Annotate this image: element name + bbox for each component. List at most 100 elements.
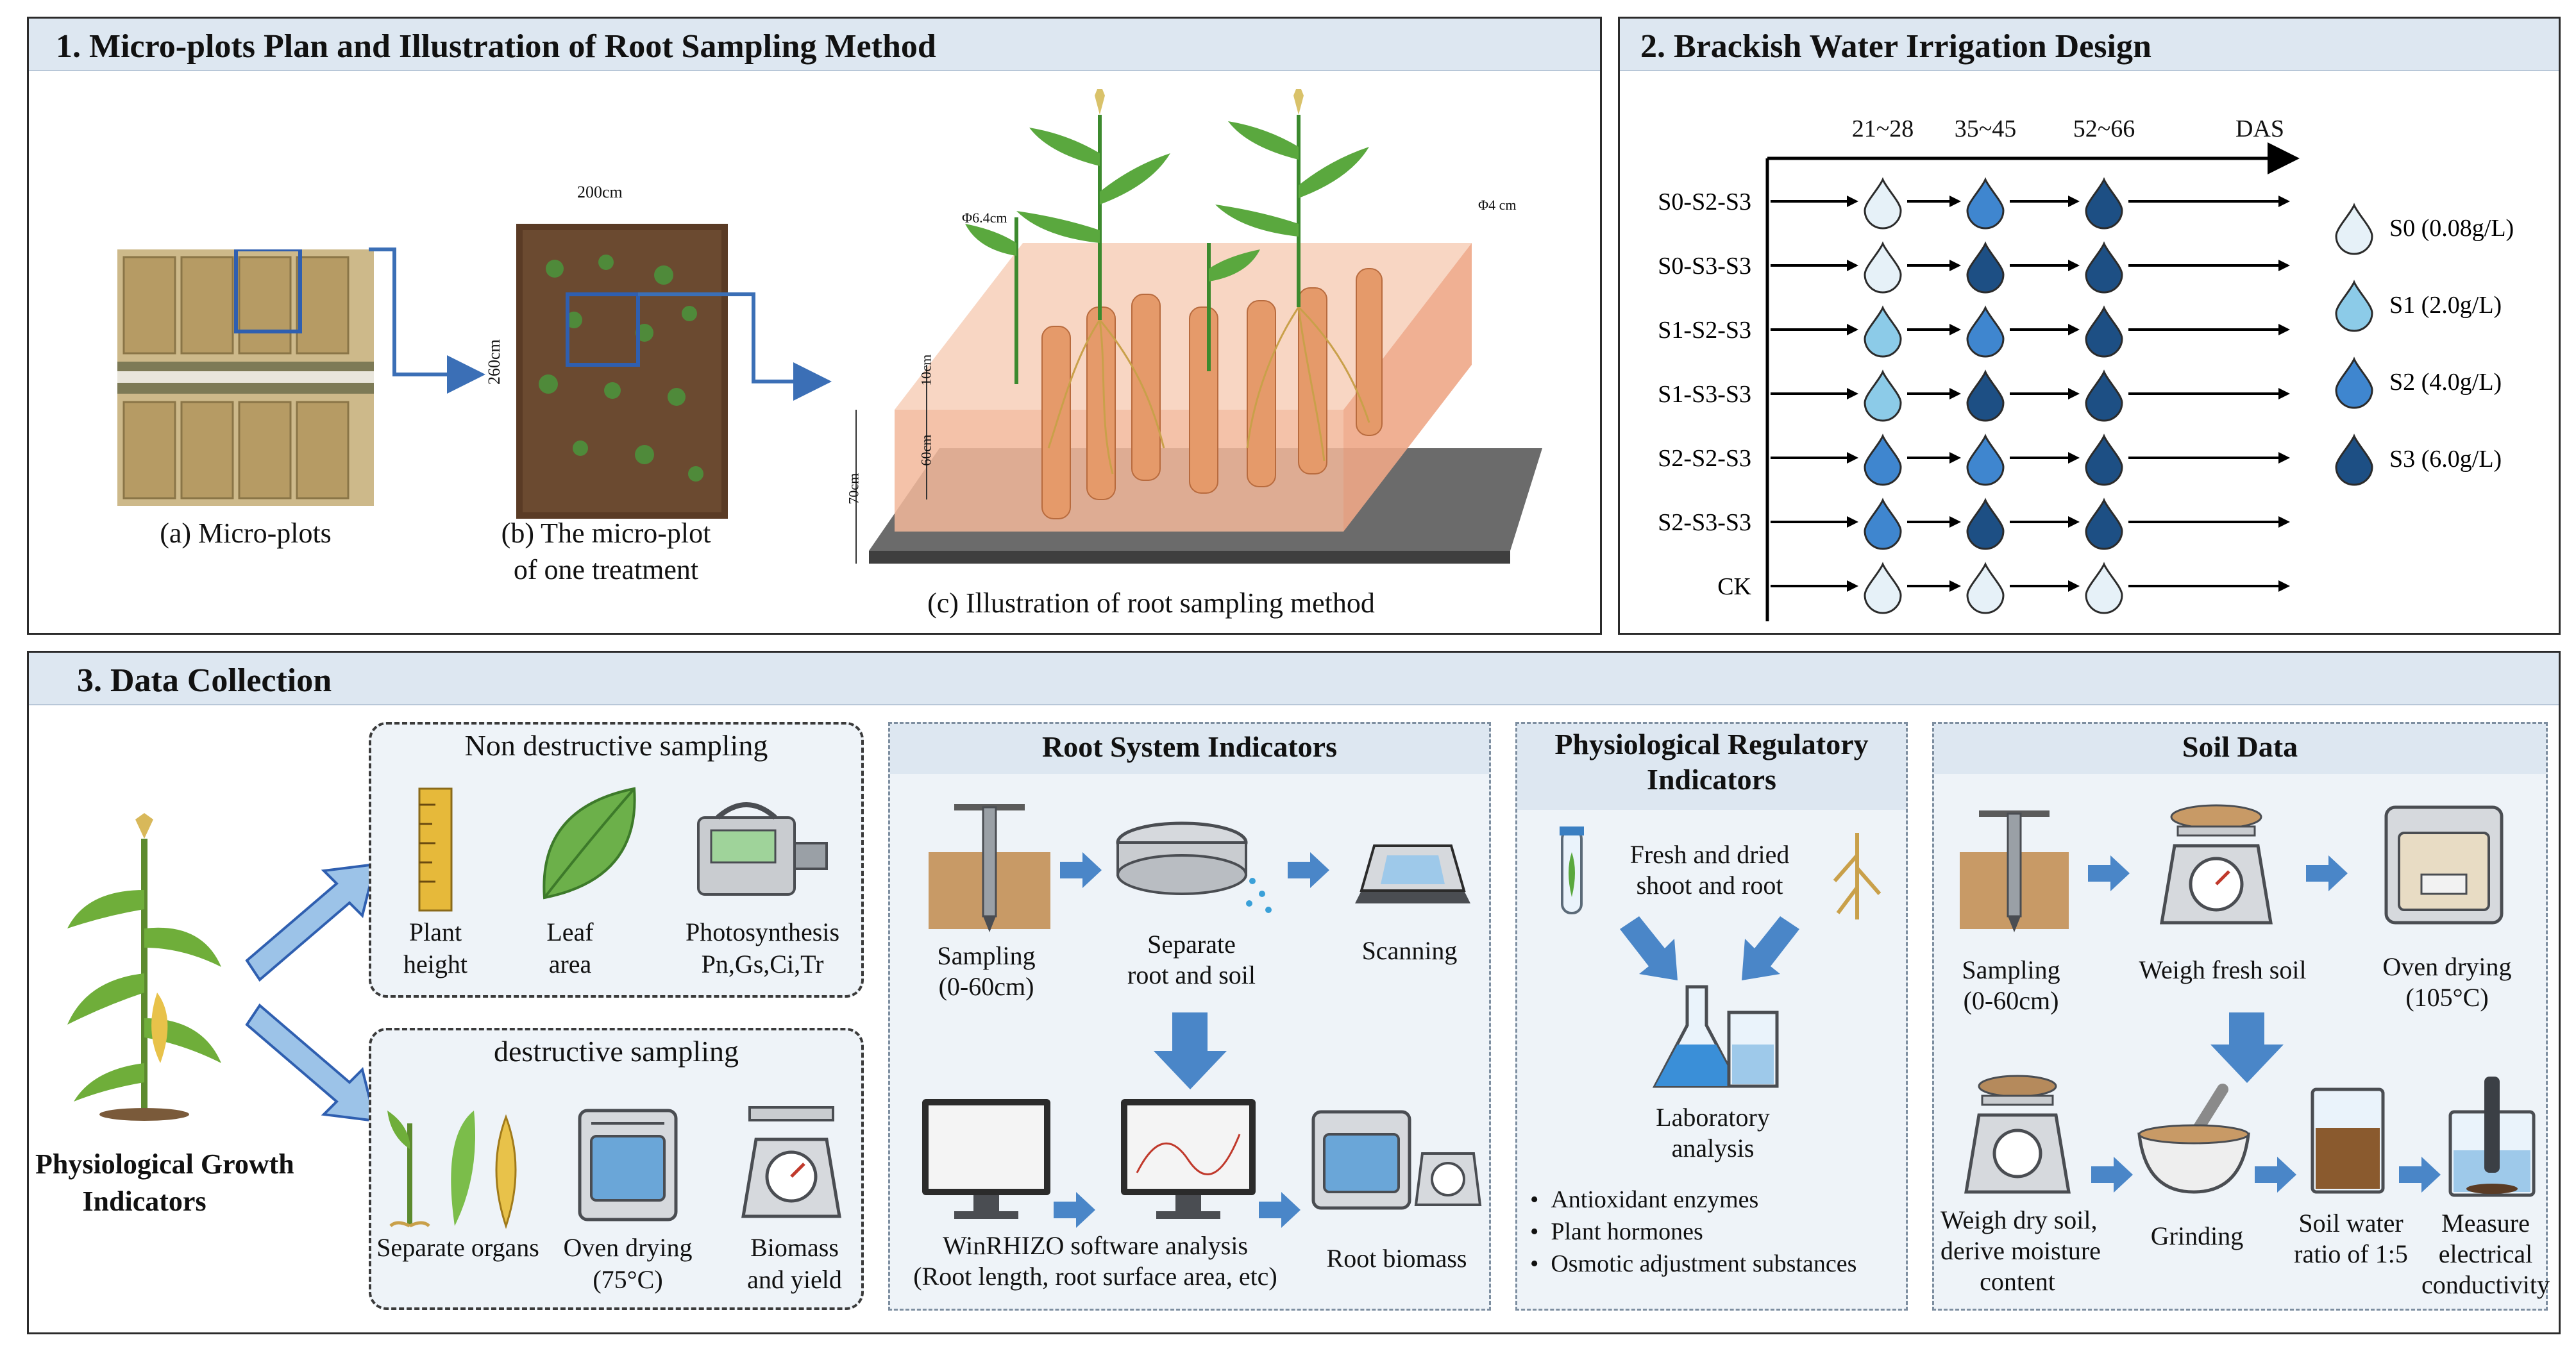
photosynthesis-l2: Pn,Gs,Ci,Tr bbox=[701, 950, 824, 978]
period-label-3: 52~66 bbox=[2073, 115, 2135, 142]
measure-l2: electrical bbox=[2438, 1239, 2533, 1268]
panel-title: 3. Data Collection bbox=[77, 662, 332, 699]
treatment-label: S1-S3-S3 bbox=[1658, 381, 1751, 408]
legend-drop-icon bbox=[2335, 433, 2373, 486]
root-sample-icon bbox=[1833, 833, 1881, 919]
row-arrow bbox=[2010, 516, 2080, 528]
growth-label-line2: Indicators bbox=[82, 1186, 206, 1217]
photosynthesis-meter-icon bbox=[697, 802, 828, 896]
fresh-scale-icon bbox=[2160, 804, 2273, 925]
ratio-l1: Soil water bbox=[2298, 1209, 2403, 1238]
row-arrow bbox=[2128, 196, 2290, 207]
water-drop-icon bbox=[1966, 433, 2005, 486]
sample-tube-icon bbox=[1560, 827, 1584, 914]
panel-title: 2. Brackish Water Irrigation Design bbox=[1640, 28, 2151, 65]
micro-plots-photo bbox=[117, 249, 374, 506]
ruler-icon bbox=[418, 787, 453, 912]
corn-plant-icon bbox=[67, 813, 221, 1121]
physiological-indicators-box: Physiological Regulatory Indicators Fres… bbox=[1515, 722, 1908, 1311]
treatment-label: S0-S2-S3 bbox=[1658, 189, 1751, 215]
water-drop-icon bbox=[1966, 369, 2005, 422]
water-drop-icon bbox=[2085, 433, 2123, 486]
water-drop-icon bbox=[1966, 498, 2005, 550]
water-drop-icon bbox=[2085, 305, 2123, 358]
water-drop-icon bbox=[1966, 562, 2005, 614]
diameter-label-1: Φ6.4cm bbox=[962, 210, 1007, 226]
das-axis-label: DAS bbox=[2235, 115, 2285, 142]
treatment-label: S2-S2-S3 bbox=[1658, 445, 1751, 472]
panel-title: 1. Micro-plots Plan and Illustration of … bbox=[56, 28, 936, 65]
soil-sampling-l1: Sampling bbox=[1962, 955, 2060, 984]
period-label-1: 21~28 bbox=[1851, 115, 1914, 142]
water-drop-icon bbox=[2085, 177, 2123, 230]
bullet-3-text: Osmotic adjustment substances bbox=[1551, 1250, 1857, 1277]
root-sampling-illustration bbox=[855, 89, 1542, 564]
leaf-area-l1: Leaf bbox=[546, 918, 594, 946]
soil-data-box: Soil Data Sampling (0-60cm bbox=[1932, 722, 2550, 1311]
caption-c: (c) Illustration of root sampling method bbox=[927, 587, 1375, 619]
growth-label-line1: Physiological Growth bbox=[35, 1148, 294, 1180]
legend-drop-icon bbox=[2335, 280, 2373, 332]
lab-analysis-l2: analysis bbox=[1671, 1134, 1755, 1162]
mortar-icon bbox=[2137, 1084, 2250, 1194]
row-arrow bbox=[2128, 260, 2290, 271]
row-arrow bbox=[1907, 260, 1961, 271]
row-arrow bbox=[1907, 196, 1961, 207]
separate-root-l1: Separate bbox=[1147, 930, 1236, 959]
legend-drop-icon bbox=[2335, 357, 2373, 409]
bullet-2: • Plant hormones bbox=[1530, 1218, 1703, 1245]
water-drop-icon bbox=[1966, 305, 2005, 358]
row-arrow bbox=[2010, 388, 2080, 399]
water-drop-icon bbox=[1864, 241, 1902, 294]
scanner-icon bbox=[1355, 844, 1470, 903]
treatment-label: CK bbox=[1717, 573, 1751, 600]
panel-micro-plots: 1. Micro-plots Plan and Illustration of … bbox=[27, 17, 1602, 635]
legend-label: S1 (2.0g/L) bbox=[2389, 292, 2502, 319]
destructive-box: destructive sampling Separate organs Ove… bbox=[369, 1028, 864, 1310]
row-arrow bbox=[1907, 516, 1961, 528]
oven-drying-l2: (75°C) bbox=[593, 1265, 663, 1294]
root-biomass-label: Root biomass bbox=[1326, 1244, 1467, 1273]
caption-b-line1: (b) The micro-plot bbox=[501, 517, 711, 549]
lab-arrows bbox=[1620, 916, 1799, 980]
soil-sampler-icon bbox=[1960, 810, 2069, 932]
ratio-l2: ratio of 1:5 bbox=[2294, 1239, 2408, 1268]
legend-drop-icon bbox=[2335, 203, 2373, 255]
monitor-analysis-icon bbox=[1121, 1099, 1256, 1219]
row-arrow bbox=[2010, 196, 2080, 207]
bullet-2-text: Plant hormones bbox=[1551, 1218, 1703, 1245]
weigh-dry-l1: Weigh dry soil, bbox=[1940, 1205, 2098, 1234]
separate-organs-icon bbox=[387, 1111, 517, 1229]
row-arrow bbox=[1907, 580, 1961, 592]
water-drop-icon bbox=[1864, 562, 1902, 614]
period-label-2: 35~45 bbox=[1954, 115, 2017, 142]
soil-oven-icon bbox=[2384, 805, 2504, 925]
row-arrow bbox=[1771, 388, 1858, 399]
soil-sampler-icon bbox=[929, 804, 1050, 932]
treatment-plot-photo bbox=[516, 224, 728, 519]
panel-header: 3. Data Collection bbox=[29, 653, 2559, 705]
row-arrow bbox=[2128, 324, 2290, 335]
soil-oven-l2: (105°C) bbox=[2405, 983, 2489, 1012]
treatment-label: S2-S3-S3 bbox=[1658, 509, 1751, 536]
row-arrow bbox=[2128, 516, 2290, 528]
separate-root-l2: root and soil bbox=[1127, 961, 1256, 989]
measure-l1: Measure bbox=[2441, 1209, 2530, 1238]
dim-60-label: 60cm bbox=[918, 434, 934, 466]
oven-drying-l1: Oven drying bbox=[563, 1233, 693, 1262]
physio-title-box: Physiological Regulatory Indicators bbox=[1517, 724, 1906, 810]
row-arrow bbox=[1771, 324, 1858, 335]
winrhizo-l1: WinRHIZO software analysis bbox=[942, 1231, 1249, 1260]
lab-flask-icon bbox=[1652, 985, 1779, 1088]
panel-header: 1. Micro-plots Plan and Illustration of … bbox=[29, 19, 1600, 71]
row-arrow bbox=[1771, 196, 1858, 207]
leaf-area-l2: area bbox=[548, 950, 592, 978]
row-arrow bbox=[1771, 452, 1858, 464]
grinding-label: Grinding bbox=[2150, 1221, 2244, 1250]
treatment-label: S1-S2-S3 bbox=[1658, 317, 1751, 344]
water-drop-icon bbox=[1864, 433, 1902, 486]
row-arrow bbox=[1907, 388, 1961, 399]
oven-icon bbox=[578, 1109, 678, 1221]
plant-height-l1: Plant bbox=[408, 918, 462, 946]
biomass-l2: and yield bbox=[747, 1265, 842, 1294]
